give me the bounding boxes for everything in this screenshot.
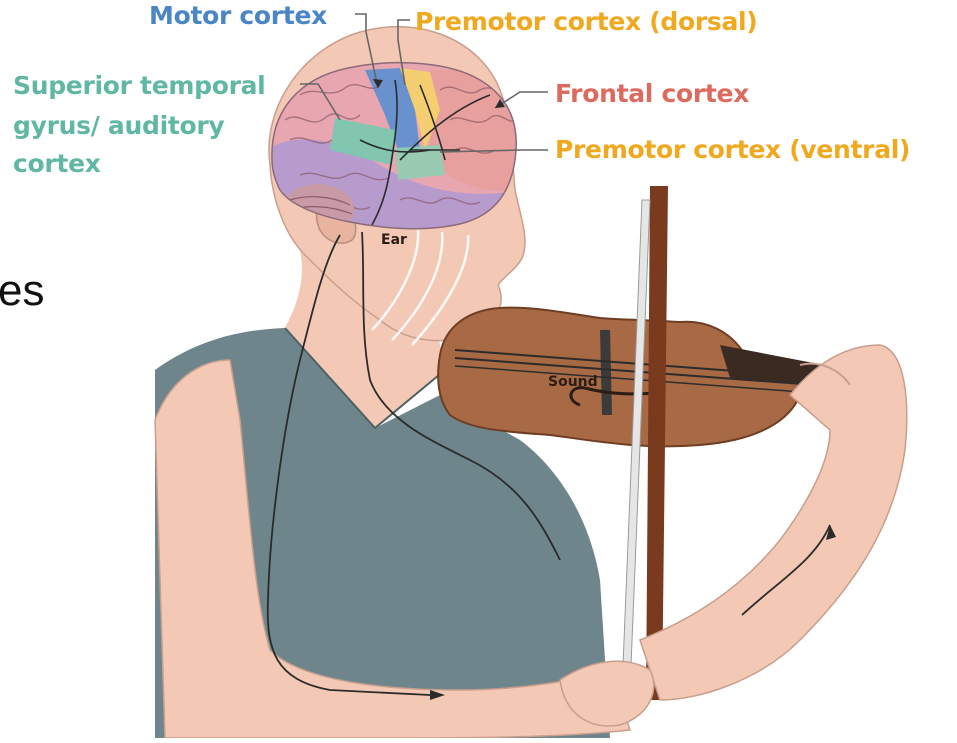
label-premotor-dorsal: Premotor cortex (dorsal) (415, 6, 757, 37)
label-premotor-ventral: Premotor cortex (ventral) (555, 134, 910, 165)
slide-text-fragment: es (0, 266, 44, 316)
label-cortex: cortex (13, 148, 101, 179)
label-gyrus-auditory: gyrus/ auditory (13, 110, 224, 141)
label-motor-cortex: Motor cortex (149, 0, 327, 31)
label-sound: Sound (548, 374, 598, 390)
label-superior-temporal: Superior temporal (13, 70, 265, 101)
label-ear: Ear (381, 232, 407, 248)
label-frontal-cortex: Frontal cortex (555, 78, 749, 109)
